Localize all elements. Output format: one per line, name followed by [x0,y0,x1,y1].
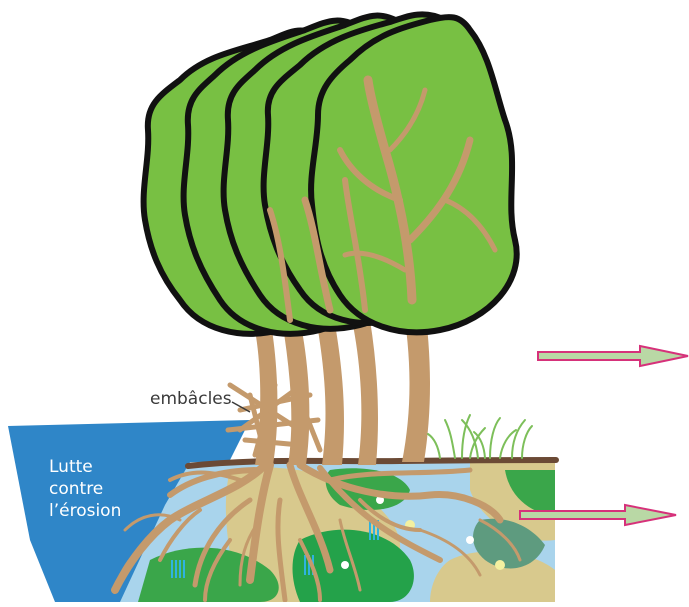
erosion-label-line2: contre [49,478,121,500]
grass-tuft-icon [428,415,532,458]
upper-flow-arrow [538,346,688,366]
embacles-label: embâcles [150,388,232,410]
erosion-label-line3: l’érosion [49,500,121,522]
erosion-label: Lutte contre l’érosion [49,456,121,522]
erosion-label-line1: Lutte [49,456,121,478]
